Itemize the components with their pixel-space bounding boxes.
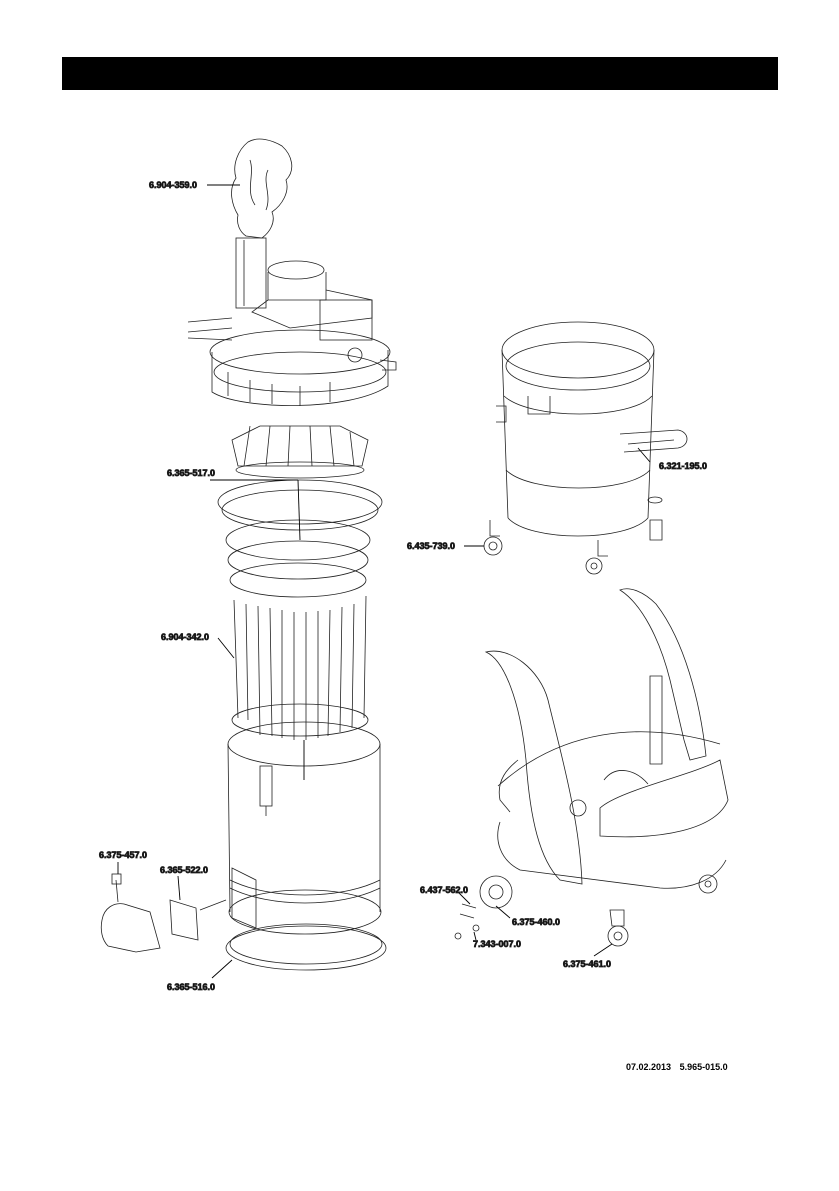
part-label: 6.437-562.0: [420, 885, 468, 895]
filter-cage-illustration: [225, 519, 371, 740]
part-label: 7.343-007.0: [473, 939, 521, 949]
sealing-ring-illustration: [217, 479, 383, 531]
collection-drum-illustration: [496, 321, 655, 537]
footer: 07.02.2013 5.965-015.0: [626, 1062, 728, 1072]
footer-date: 07.02.2013: [626, 1062, 672, 1072]
bottom-ring-illustration: [225, 923, 387, 971]
container-tank-illustration: [227, 721, 382, 935]
part-label: 6.375-461.0: [563, 959, 611, 969]
part-label: 6.365-517.0: [167, 468, 215, 478]
part-label: 6.375-460.0: [512, 917, 560, 927]
drum-handle-illustration: [619, 429, 688, 453]
trolley-frame-illustration: [484, 588, 729, 889]
inlet-elbow-illustration: [100, 867, 257, 953]
trolley-wheels-illustration: [454, 874, 718, 947]
header-bar: [62, 57, 778, 90]
drum-castors-illustration: [483, 496, 663, 575]
motor-head-illustration: [187, 237, 397, 406]
leader-lines: [117, 184, 651, 979]
part-label: 6.375-457.0: [99, 850, 147, 860]
filter-basket-top-illustration: [231, 425, 369, 479]
part-label: 6.321-195.0: [659, 461, 707, 471]
part-labels: 6.904-359.0 6.365-517.0 6.904-342.0 6.37…: [99, 180, 708, 993]
part-label: 6.904-342.0: [161, 632, 209, 642]
part-label: 6.365-516.0: [167, 982, 215, 992]
part-label: 6.904-359.0: [149, 180, 197, 190]
part-label: 6.435-739.0: [407, 541, 455, 551]
part-label: 6.365-522.0: [160, 865, 208, 875]
footer-doc-number: 5.965-015.0: [679, 1062, 728, 1072]
filter-bag-illustration: [231, 138, 293, 239]
